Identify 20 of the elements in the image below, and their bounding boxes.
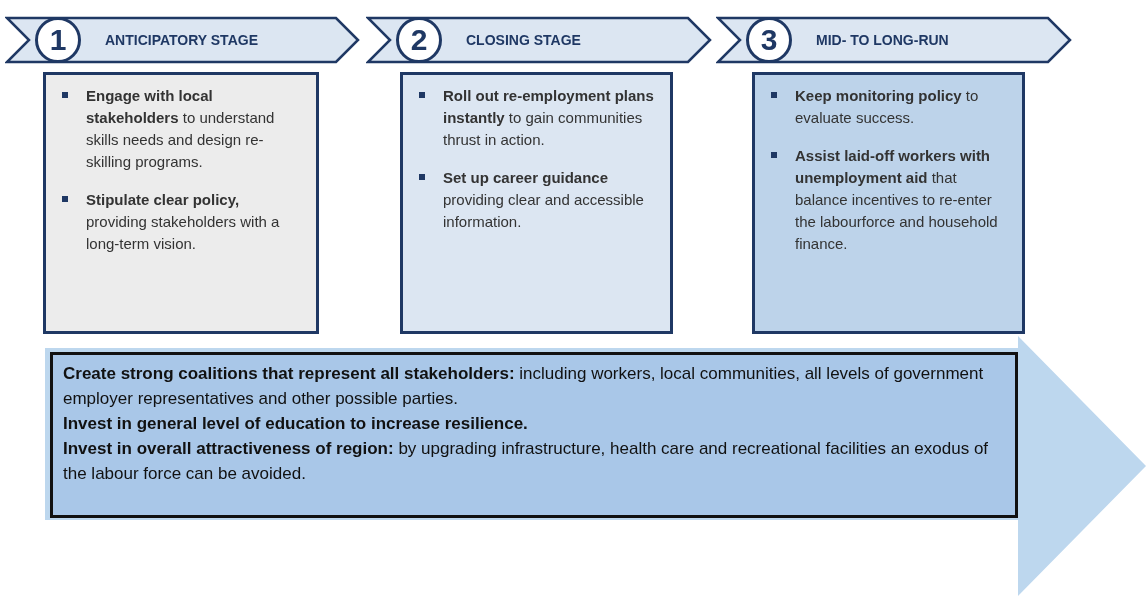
bullet-text: Set up career guidance providing clear and accessible information. bbox=[417, 167, 658, 233]
bullet-text: Keep monitoring policy to evaluate success. bbox=[769, 85, 1010, 129]
chevron-banner bbox=[5, 16, 360, 64]
stage-title: ANTICIPATORY STAGE bbox=[105, 32, 258, 48]
stage-box bbox=[752, 72, 1025, 334]
bullet-text: Assist laid-off workers with unemployment aid that balance incentives to re-enter the labourforce and household finance. bbox=[769, 145, 1010, 255]
strategy-text: Invest in overall attractiveness of region: by upgrading infrastructure, health care and recreational facilities an exodus of the labour force can be avoided. bbox=[63, 438, 990, 485]
chevron-banner bbox=[716, 16, 1072, 64]
bullet-text: Engage with local stakeholders to understand skills needs and design re-skilling programs. bbox=[60, 85, 304, 173]
stage-title: CLOSING STAGE bbox=[466, 32, 581, 48]
big-arrow bbox=[45, 336, 1146, 596]
strategy-text: Invest in general level of education to increase resilience. bbox=[63, 413, 529, 435]
bullet-text: Stipulate clear policy, providing stakeholders with a long-term vision. bbox=[60, 189, 304, 255]
bullet-text: Roll out re-employment plans instantly to gain communities thrust in action. bbox=[417, 85, 658, 151]
stage-title: MID- TO LONG-RUN bbox=[816, 32, 949, 48]
chevron-banner bbox=[366, 16, 712, 64]
strategy-box bbox=[50, 352, 1018, 518]
strategy-text: Create strong coalitions that represent all stakeholders: including workers, local communities, all levels of government employer representatives and other possible parties. bbox=[63, 363, 985, 410]
stage-box bbox=[43, 72, 319, 334]
stage-box bbox=[400, 72, 673, 334]
